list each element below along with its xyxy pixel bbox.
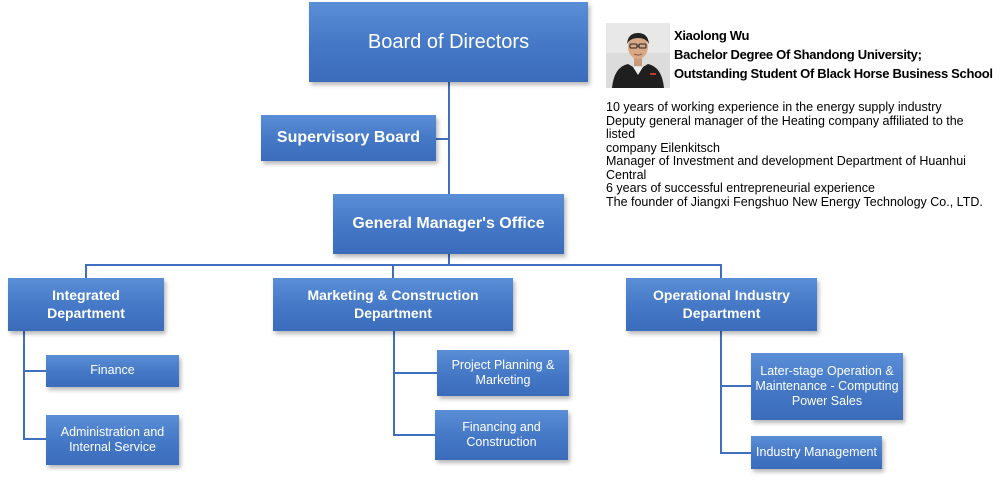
financing-construction-label-2: Construction [466,435,537,449]
profile-education-1: Bachelor Degree Of Shandong University; [674,47,922,62]
bio-line: Deputy general manager of the Heating co… [606,113,964,128]
project-planning-label-1: Project Planning & [451,357,555,372]
financing-construction-label-1: Financing and [462,419,541,434]
connector-marketing-trunk [393,331,395,435]
connector-bus-to-operational [720,264,722,278]
profile-photo [606,23,670,88]
profile-name: Xiaolong Wu [674,28,750,43]
operational-department-title-2: Department [682,304,761,321]
general-managers-office-box: General Manager's Office [333,194,564,254]
supervisory-board-box: Supervisory Board [261,115,436,161]
connector-integrated-sub2 [23,438,46,440]
connector-supervisory [436,138,449,140]
integrated-department-title-2: Department [47,304,125,321]
connector-marketing-sub2 [393,434,435,436]
connector-operational-trunk [720,331,722,454]
connector-integrated-trunk [23,331,25,439]
later-stage-label-1: Later-stage Operation & [760,363,894,378]
administration-internal-service-box: Administration and Internal Service [46,415,179,465]
board-of-directors-box: Board of Directors [309,2,588,82]
connector-dept-bus [85,264,722,266]
marketing-department-title-2: Department [354,304,432,321]
project-planning-label-2: Marketing [475,373,531,387]
connector-gm-down [448,254,450,266]
operational-department-title-1: Operational Industry [653,287,790,304]
administration-label-1: Administration and [60,424,165,439]
connector-bus-to-integrated [85,264,87,278]
bio-line: Manager of Investment and development De… [606,154,966,168]
general-managers-office-label: General Manager's Office [352,215,545,233]
person-photo-icon [606,23,670,88]
administration-label-2: Internal Service [69,440,156,454]
connector-board-to-gm [448,82,450,194]
marketing-construction-department-box: Marketing & Construction Department [273,278,513,331]
integrated-department-title-1: Integrated [52,287,120,304]
industry-management-label: Industry Management [756,444,877,459]
bio-line: The founder of Jiangxi Fengshuo New Ener… [606,194,983,209]
connector-bus-to-marketing [392,264,394,278]
board-of-directors-label: Board of Directors [367,30,530,53]
profile-education-2: Outstanding Student Of Black Horse Busin… [674,66,993,81]
integrated-department-box: Integrated Department [8,278,164,331]
bio-line: 10 years of working experience in the en… [606,100,942,114]
financing-construction-box: Financing and Construction [435,410,568,460]
project-planning-marketing-box: Project Planning & Marketing [437,350,569,396]
marketing-department-title-1: Marketing & Construction [307,287,479,304]
profile-bio: 10 years of working experience in the en… [606,100,986,209]
later-stage-label-3: Power Sales [791,394,863,409]
bio-line: Central [606,167,647,182]
bio-line: company Eilenkitsch [606,140,720,155]
supervisory-board-label: Supervisory Board [276,129,421,147]
finance-box: Finance [46,355,179,387]
profile-heading: Xiaolong Wu Bachelor Degree Of Shandong … [674,26,994,83]
connector-integrated-sub1 [23,370,46,372]
industry-management-box: Industry Management [751,436,882,469]
connector-operational-sub1 [720,385,751,387]
finance-label: Finance [90,363,135,378]
later-stage-operation-box: Later-stage Operation & Maintenance - Co… [751,353,903,420]
bio-line: 6 years of successful entrepreneurial ex… [606,181,875,195]
operational-industry-department-box: Operational Industry Department [626,278,817,331]
bio-line: listed [606,127,636,141]
connector-marketing-sub1 [393,372,437,374]
connector-operational-sub2 [720,452,751,454]
later-stage-label-2: Maintenance - Computing [755,378,899,393]
